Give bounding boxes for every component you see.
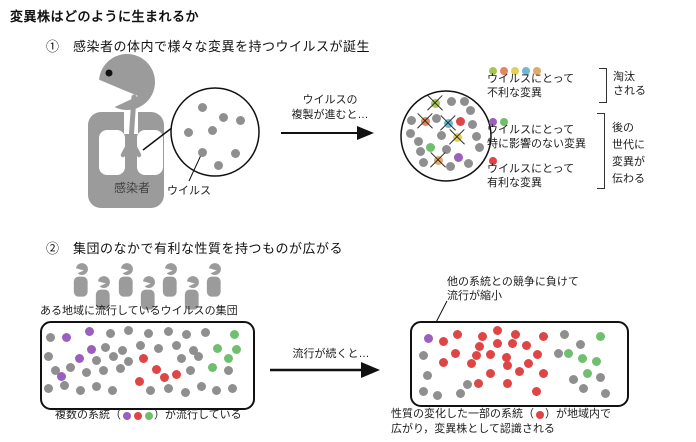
inherited-bracket: [597, 113, 605, 189]
legend3-line1: ウイルスにとって: [487, 163, 575, 175]
legend3-dot-row: [487, 151, 498, 169]
magnifier-connector-line: [142, 126, 174, 151]
left-lung-shape: [99, 130, 125, 175]
right-box-caption-line1: 性質の変化した一部の系統（）が地域内で: [391, 408, 611, 420]
replication-arrow: [281, 126, 374, 140]
replication-arrow-caption: ウイルスの 複製が進むと…: [291, 94, 369, 121]
virus-pointer-line: [188, 154, 202, 182]
right-lung-shape: [137, 130, 163, 175]
person-icon: [118, 263, 133, 297]
purple-dot: [488, 118, 497, 126]
inherited-label: 後の 世代に 変異が 伝わる: [612, 122, 645, 185]
yellow-dot: [510, 67, 519, 75]
eliminated-bracket: [599, 68, 607, 103]
legend3-line2: 有利な変異: [487, 177, 542, 189]
infected-person-label: 感染者: [113, 181, 150, 195]
eye-dot: [105, 69, 113, 77]
legend2-dot-row: [487, 112, 509, 130]
legend2-line2: 特に影響のない変異: [487, 138, 586, 150]
cyan-dot: [521, 67, 530, 75]
mutated-virus-circle: [400, 90, 492, 182]
epidemic-arrow-caption: 流行が続くと…: [292, 348, 370, 360]
orange2-dot: [532, 67, 541, 75]
infected-person-figure: [88, 54, 164, 208]
epidemic-arrow: [270, 362, 380, 378]
magnifier-circle: [170, 87, 260, 177]
red-dot: [488, 157, 497, 165]
lineage-dot-row: [121, 411, 154, 420]
section2-heading: ② 集団のなかで有利な性質を持つものが広がる: [46, 241, 344, 256]
person-icon: [95, 276, 110, 310]
legend1-line1: ウイルスにとって: [487, 73, 575, 85]
legend2-line1: ウイルスにとって: [487, 124, 575, 136]
right-box-caption-line2: 広がり，変異株として認識される: [391, 423, 555, 435]
virus-population-box-right: [410, 321, 629, 407]
mouth-notch: [95, 78, 138, 113]
purple-dot: [122, 411, 131, 420]
variant-dot-row: [534, 410, 545, 419]
person-icon: [206, 263, 221, 297]
orange-dot: [499, 67, 508, 75]
virus-population-box-left: [40, 321, 255, 410]
eliminated-label: 淘汰 される: [613, 71, 646, 97]
shrink-note-line2: 流行が縮小: [447, 290, 502, 302]
shrink-note-line1: 他の系統との競争に負けて: [447, 276, 579, 288]
green-dot: [144, 411, 153, 420]
person-icon: [162, 263, 177, 297]
legend1-dot-row: [487, 61, 542, 79]
bronchi-shape: [120, 137, 142, 158]
person-icon: [73, 263, 88, 297]
person-icon: [184, 276, 199, 310]
yellowgreen-dot: [488, 67, 497, 75]
section1-heading: ① 感染者の体内で様々な変異を持つウイルスが誕生: [46, 39, 371, 54]
left-box-caption: 複数の系統（）が流行している: [55, 409, 242, 421]
page-title: 変異株はどのように生まれるか: [10, 9, 200, 24]
trachea-tube: [128, 94, 137, 144]
population-caption: ある地域に流行しているウイルスの集団: [40, 305, 238, 317]
red-dot: [133, 411, 142, 420]
legend1-line2: 不利な変異: [487, 87, 542, 99]
person-icon: [140, 276, 155, 310]
red-dot: [535, 410, 544, 419]
green-dot: [499, 118, 508, 126]
virus-label: ウイルス: [167, 185, 211, 197]
